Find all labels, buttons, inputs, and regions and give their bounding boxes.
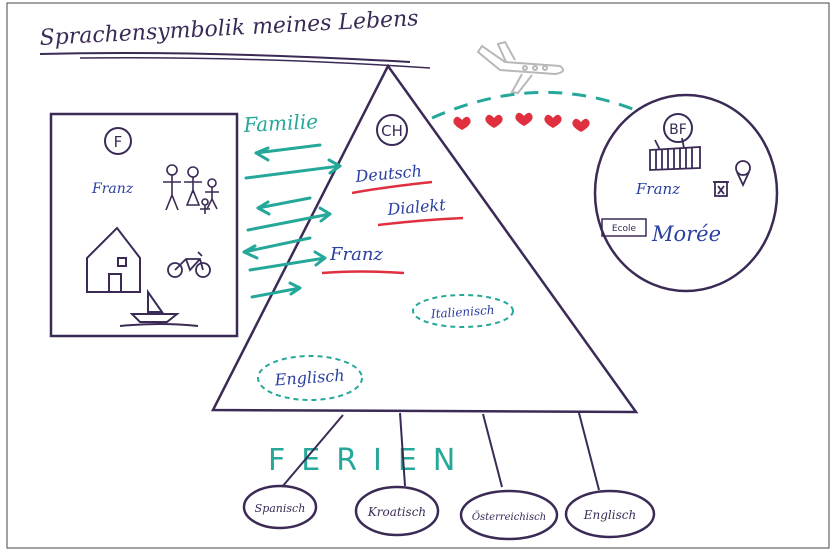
- airplane-icon: [476, 40, 565, 95]
- house-icon: [86, 226, 141, 293]
- holiday-language-englisch: Englisch: [583, 508, 636, 522]
- heart-icon: [515, 112, 533, 126]
- pyramid-language-deutsch: Deutsch: [354, 161, 423, 186]
- heart-icon: [572, 118, 590, 132]
- italienisch-dashed-circle: [412, 294, 514, 328]
- dialekt-underline: [377, 216, 464, 227]
- heart-icon: [485, 114, 503, 128]
- bicycle-icon: [167, 251, 211, 278]
- pyramid-language-englisch: Englisch: [273, 366, 345, 390]
- france-flag-label: F: [114, 133, 123, 151]
- deutsch-underline: [351, 180, 433, 195]
- title-underline-2: [79, 56, 431, 69]
- holiday-language-oesterreichisch: Österreichisch: [472, 511, 546, 523]
- pyramid-language-italienisch: Italienisch: [429, 303, 494, 321]
- holiday-bubble-englisch: [564, 489, 656, 539]
- ch-flag-label: CH: [381, 122, 403, 140]
- page-title: Sprachensymbolik meines Lebens: [39, 6, 419, 51]
- trash-bin-icon: [713, 181, 729, 197]
- ice-cream-icon: [735, 160, 751, 188]
- holidays-label: FERIEN: [268, 443, 471, 478]
- school-bubble-language: Franz: [635, 180, 680, 198]
- bf-flag-circle: [663, 113, 693, 143]
- holiday-language-spanisch: Spanisch: [255, 502, 306, 515]
- school-fence-icon: [649, 137, 701, 171]
- holiday-bubble-spanisch: [242, 484, 318, 530]
- france-flag-circle: [104, 127, 132, 155]
- school-sign-frame: [601, 218, 647, 237]
- family-panel: [49, 112, 239, 338]
- school-name: Morée: [651, 222, 721, 246]
- franz-underline: [321, 270, 405, 275]
- sailboat-icon: [119, 288, 199, 327]
- title-underline: [39, 52, 411, 63]
- heart-icon: [544, 114, 562, 128]
- family-language-arrows: [242, 143, 342, 299]
- holiday-bubble-oesterreichisch: [459, 489, 559, 541]
- englisch-dashed-circle: [257, 355, 363, 401]
- holiday-language-kroatisch: Kroatisch: [367, 505, 426, 519]
- holiday-connector-lines: [281, 412, 600, 491]
- pyramid-language-franz: Franz: [329, 244, 383, 265]
- holiday-bubble-kroatisch: [354, 485, 440, 537]
- family-panel-language: Franz: [91, 181, 134, 197]
- page-frame: [6, 2, 830, 549]
- bf-flag-label: BF: [669, 122, 687, 138]
- family-arrows-label: Familie: [242, 109, 319, 137]
- hearts-row: [453, 112, 590, 132]
- ch-flag-circle: [376, 114, 408, 146]
- heart-icon: [453, 116, 471, 130]
- pyramid-triangle: [210, 63, 639, 414]
- school-sign-label: Ecole: [612, 224, 637, 234]
- family-figures-icon: [163, 164, 219, 214]
- travel-dashed-arc: [431, 90, 641, 120]
- school-bubble: [593, 93, 779, 293]
- pyramid-language-dialekt: Dialekt: [386, 195, 447, 219]
